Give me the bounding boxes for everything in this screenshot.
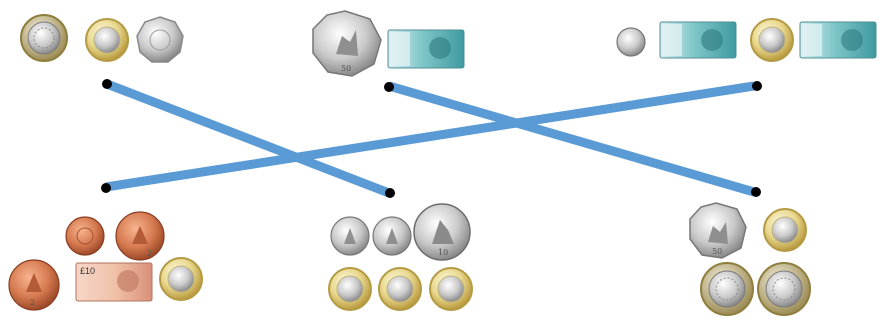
group-bottom-right: 50 [689,202,811,316]
note-10-label: £10 [80,266,95,276]
connection-line-1 [105,79,391,198]
five-pence-coin-icon-2 [372,216,412,256]
coin-2-label-2: 2 [30,298,35,307]
fifty-pence-coin-icon-br: 50 [689,202,747,259]
coin-50-label-br: 50 [712,247,722,256]
dot-bottom-left[interactable] [101,183,111,193]
two-pence-coin-icon-1: 2 [115,211,165,261]
group-bottom-left: 2 2 £10 [8,211,203,311]
two-pound-coin-icon [20,14,68,62]
coin-2-label-1: 2 [147,249,152,258]
ten-pound-note-icon: £10 [75,262,153,302]
one-pound-coin-icon-bm-3 [429,267,473,311]
connection-line-3 [105,81,755,192]
one-pound-coin-icon-bm-1 [328,267,372,311]
two-pence-coin-icon-2: 2 [8,259,60,311]
fifty-pence-coin-icon: 50 [312,10,382,77]
one-penny-coin-icon [65,216,105,256]
one-pound-coin-icon-br [763,208,807,252]
twenty-pence-coin-icon [136,16,184,63]
one-pound-coin-icon-bottom-left [159,257,203,301]
group-top-left [20,14,184,63]
group-top-middle: 50 [312,10,465,77]
group-top-right [616,18,877,62]
coin-10-label: 10 [438,248,448,257]
five-pound-note-icon-1 [659,21,737,59]
five-pound-note-icon-2 [799,21,877,59]
dot-bottom-middle[interactable] [385,188,395,198]
five-pence-coin-icon [616,27,646,57]
one-pound-coin-icon-bm-2 [378,267,422,311]
dot-top-middle[interactable] [384,82,394,92]
dot-top-right[interactable] [752,81,762,91]
connection-line-2 [387,81,756,197]
connection-dots [101,79,762,198]
group-bottom-middle: 10 [328,203,473,311]
two-pound-coin-icon-br-1 [700,262,754,316]
dot-bottom-right[interactable] [751,187,761,197]
connection-lines [105,79,756,198]
ten-pence-coin-icon: 10 [413,203,471,261]
dot-top-left[interactable] [102,79,112,89]
one-pound-coin-icon [85,18,129,62]
coin-50-label: 50 [341,64,351,73]
five-pound-note-icon [387,29,465,69]
two-pound-coin-icon-br-2 [757,262,811,316]
one-pound-coin-icon-top-right [750,18,794,62]
five-pence-coin-icon-1 [330,216,370,256]
